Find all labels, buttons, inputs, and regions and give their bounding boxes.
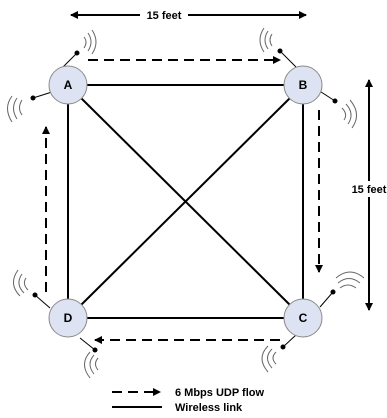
antenna-icon: [57, 29, 97, 73]
udp-flow: [42, 56, 323, 344]
node-c-label: C: [299, 311, 308, 325]
vertical-dimension: 15 feet: [352, 79, 387, 311]
legend-udp-flow-label: 6 Mbps UDP flow: [175, 387, 264, 399]
wireless-links: [67, 84, 304, 319]
antenna-icon: [79, 337, 99, 379]
antenna-icon: [7, 91, 53, 123]
antenna-icon: [13, 269, 51, 309]
antenna-icon: [259, 27, 297, 68]
node-c-circle: [283, 298, 323, 338]
antenna-icon: [319, 271, 365, 308]
legend-wireless-link-label: Wireless link: [175, 402, 243, 414]
legend: 6 Mbps UDP flow Wireless link: [112, 387, 264, 414]
node-d-label: D: [64, 311, 73, 325]
node-b: B: [283, 65, 323, 105]
node-d-circle: [48, 298, 88, 338]
wireless-link-b-d: [80, 97, 291, 306]
node-c: C: [283, 298, 323, 338]
antenna-icon: [317, 89, 357, 129]
node-a: A: [48, 65, 88, 105]
vertical-dimension-label: 15 feet: [352, 184, 387, 196]
antennas: [7, 27, 365, 379]
horizontal-dimension-label: 15 feet: [147, 10, 182, 22]
node-a-label: A: [64, 78, 73, 92]
node-a-circle: [48, 65, 88, 105]
node-d: D: [48, 298, 88, 338]
horizontal-dimension: 15 feet: [70, 6, 307, 22]
node-b-label: B: [299, 78, 308, 92]
node-b-circle: [283, 65, 323, 105]
antenna-icon: [261, 334, 297, 373]
